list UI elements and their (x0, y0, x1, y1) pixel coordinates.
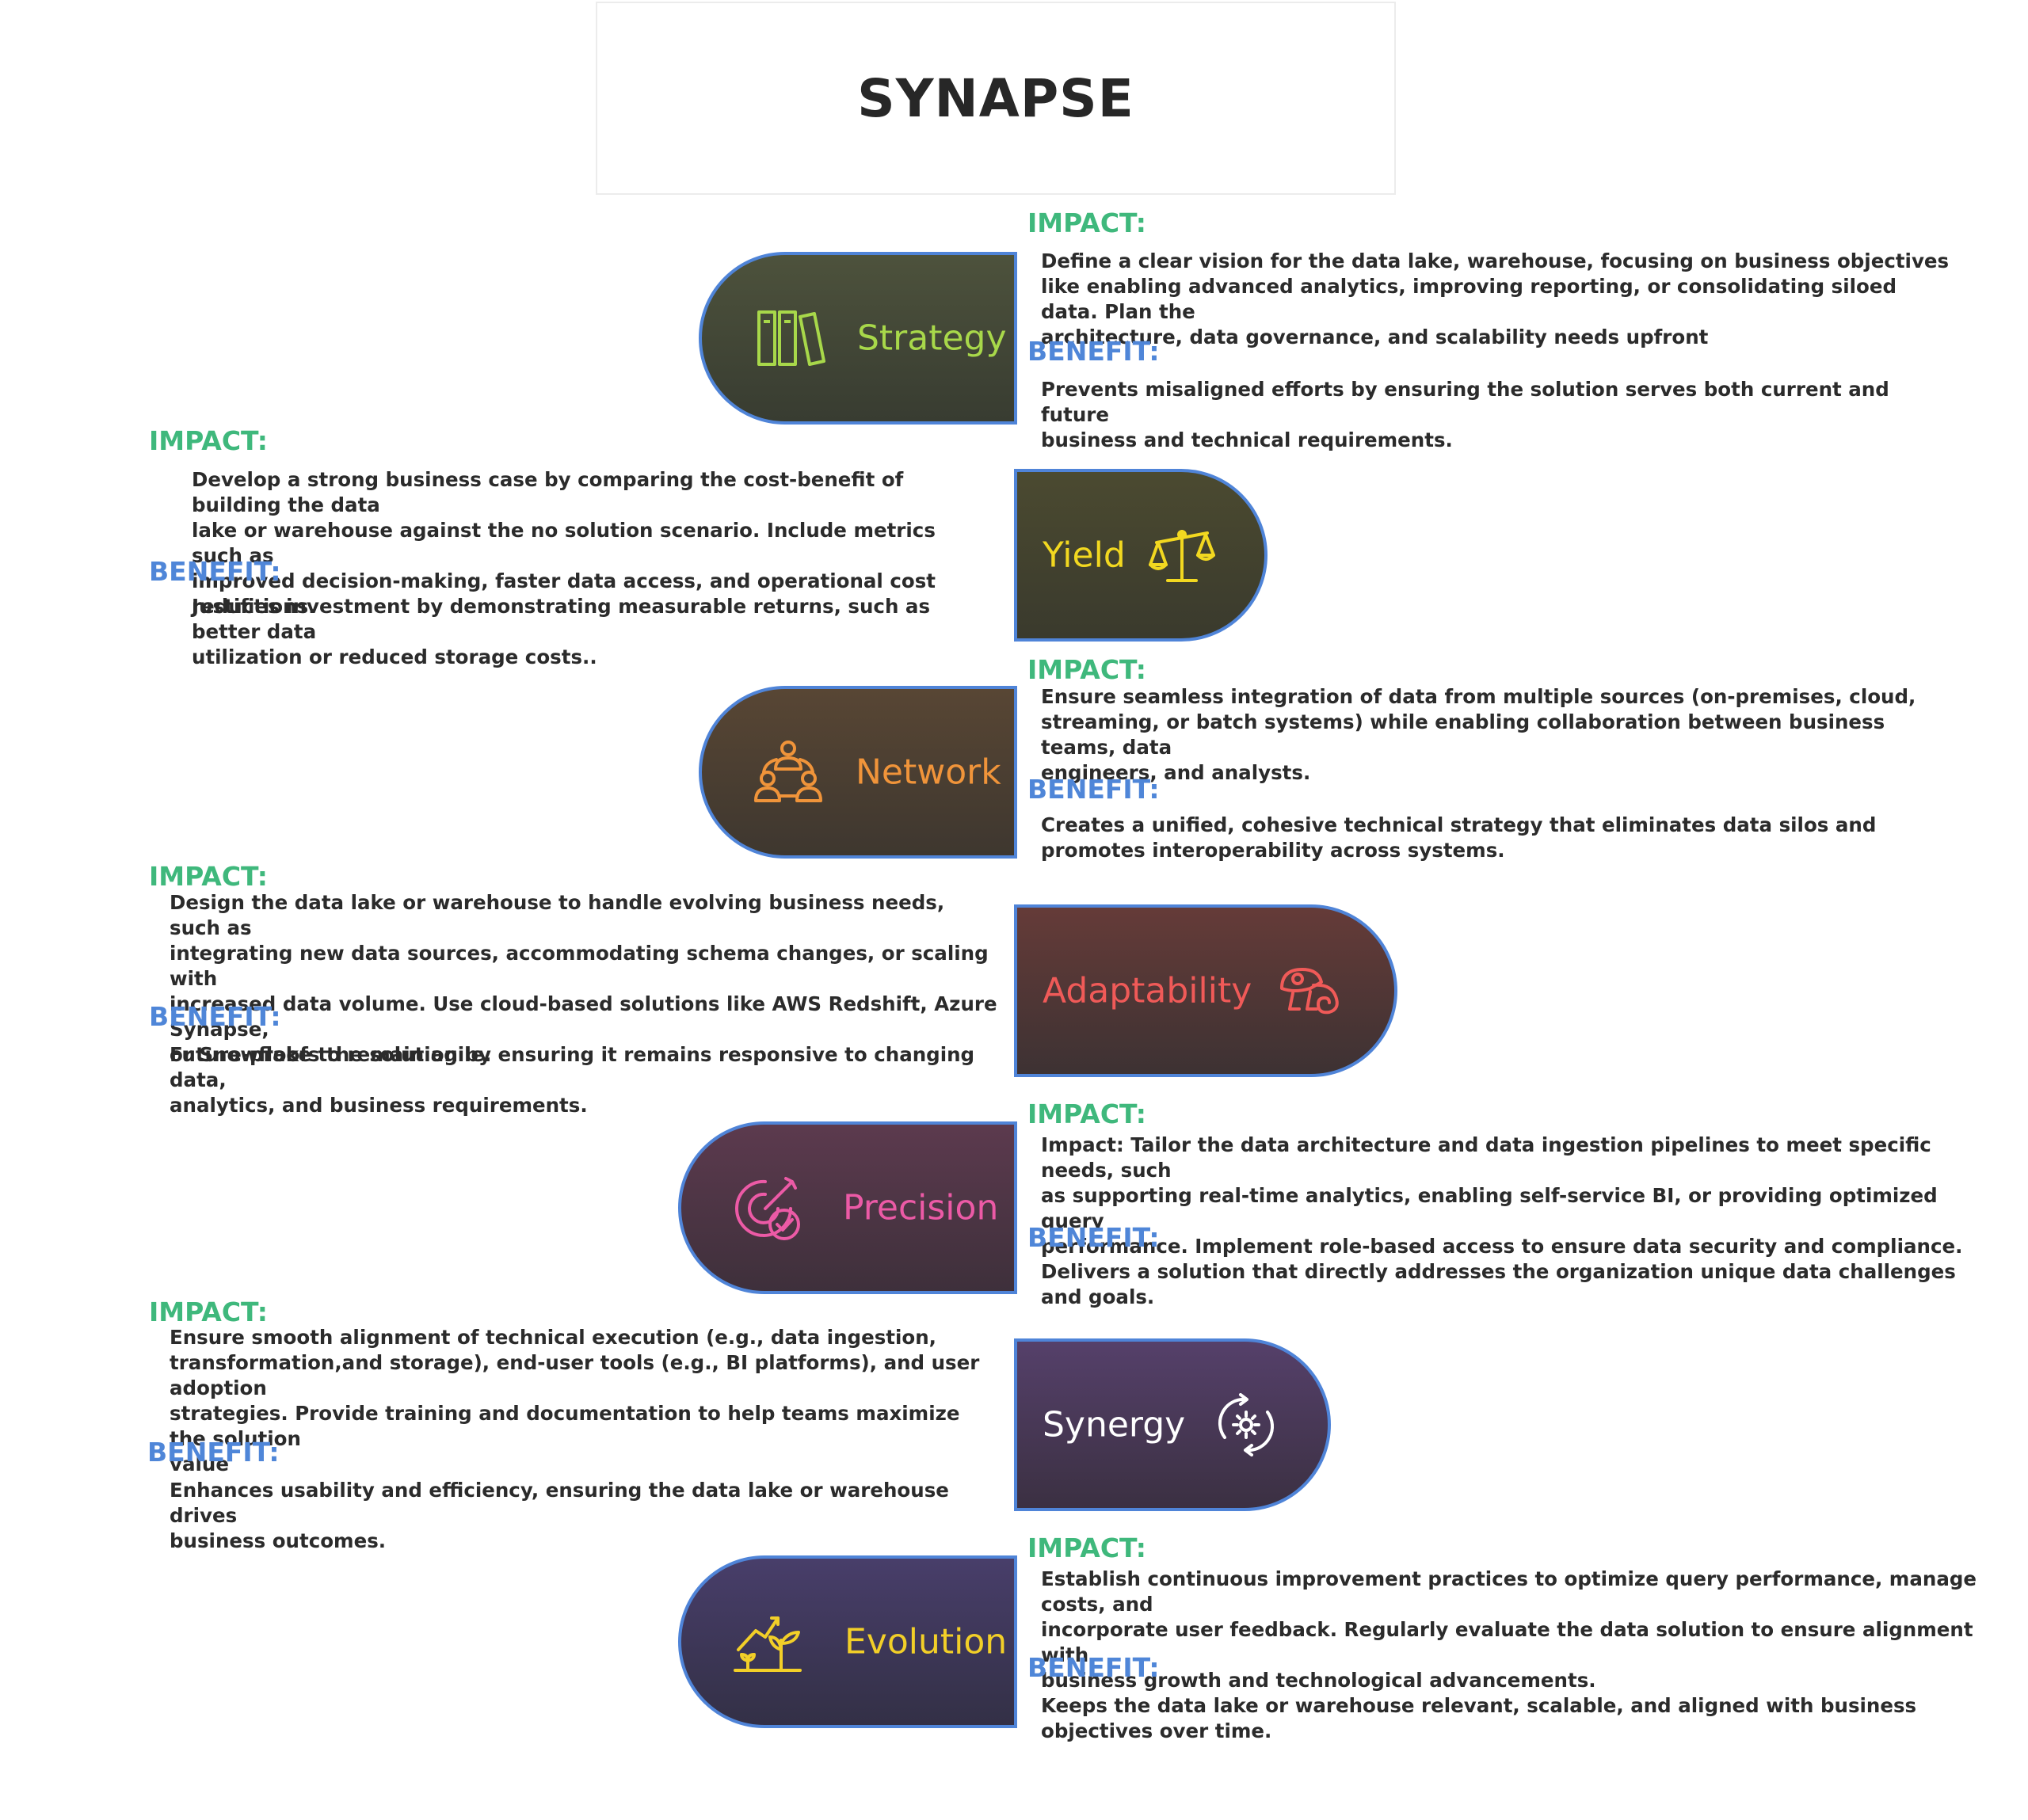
stage-label-evolution: Evolution (844, 1621, 1008, 1662)
balance-scale-icon (1149, 530, 1215, 582)
stage-pill-yield: Yield (1014, 469, 1268, 642)
stage-pill-strategy: Strategy (699, 252, 1017, 425)
stage-pill-adaptability: Adaptability (1014, 904, 1397, 1077)
library-books-icon (757, 310, 825, 366)
impact-heading-network: IMPACT: (1027, 654, 1146, 685)
benefit-text-strategy: Prevents misaligned efforts by ensuring … (1041, 378, 1889, 451)
benefit-text-synergy: Enhances usability and efficiency, ensur… (170, 1479, 949, 1552)
stage-label-yield: Yield (1043, 535, 1126, 576)
impact-heading-evolution: IMPACT: (1027, 1533, 1146, 1563)
team-network-icon (754, 741, 822, 802)
impact-heading-precision: IMPACT: (1027, 1098, 1146, 1129)
impact-text-strategy: Define a clear vision for the data lake,… (1041, 249, 1950, 348)
impact-heading-yield: IMPACT: (149, 425, 268, 456)
impact-text-yield: Develop a strong business case by compar… (192, 468, 936, 618)
growth-plant-icon (734, 1616, 802, 1672)
benefit-heading-network: BENEFIT: (1027, 774, 1160, 805)
impact-text-evolution: Establish continuous improvement practic… (1041, 1567, 1977, 1692)
benefit-heading-strategy: BENEFIT: (1027, 336, 1160, 367)
impact-heading-synergy: IMPACT: (149, 1296, 268, 1327)
impact-text-adaptability: Design the data lake or warehouse to han… (170, 891, 997, 1066)
chameleon-icon (1280, 968, 1339, 1015)
page-title: SYNAPSE (857, 67, 1134, 129)
impact-text-precision: Impact: Tailor the data architecture and… (1041, 1133, 1963, 1258)
benefit-heading-yield: BENEFIT: (149, 556, 281, 587)
target-check-icon (735, 1177, 800, 1240)
benefit-text-precision: Delivers a solution that directly addres… (1041, 1260, 1956, 1308)
stage-label-precision: Precision (843, 1187, 999, 1228)
impact-text-network: Ensure seamless integration of data from… (1041, 685, 1916, 784)
benefit-text-adaptability: Future-proofs the solution by ensuring i… (170, 1043, 975, 1117)
stage-label-adaptability: Adaptability (1043, 970, 1252, 1011)
benefit-heading-evolution: BENEFIT: (1027, 1652, 1160, 1683)
stage-label-synergy: Synergy (1043, 1404, 1186, 1445)
benefit-heading-precision: BENEFIT: (1027, 1222, 1160, 1253)
benefit-text-evolution: Keeps the data lake or warehouse relevan… (1041, 1694, 1917, 1742)
stage-label-strategy: Strategy (857, 318, 1007, 359)
impact-heading-strategy: IMPACT: (1027, 208, 1146, 238)
stage-pill-precision: Precision (678, 1121, 1017, 1294)
title-box: SYNAPSE (596, 2, 1396, 195)
benefit-heading-synergy: BENEFIT: (147, 1437, 280, 1468)
benefit-text-yield: Justifies investment by demonstrating me… (192, 595, 931, 668)
stage-label-network: Network (856, 752, 1001, 793)
stage-pill-synergy: Synergy (1014, 1338, 1331, 1511)
stage-pill-evolution: Evolution (678, 1555, 1017, 1728)
impact-text-synergy: Ensure smooth alignment of technical exe… (170, 1326, 980, 1475)
impact-heading-adaptability: IMPACT: (149, 861, 268, 892)
benefit-text-network: Creates a unified, cohesive technical st… (1041, 813, 1877, 862)
gear-cycle-icon (1218, 1393, 1274, 1456)
benefit-heading-adaptability: BENEFIT: (149, 1001, 281, 1032)
stage-pill-network: Network (699, 686, 1017, 859)
